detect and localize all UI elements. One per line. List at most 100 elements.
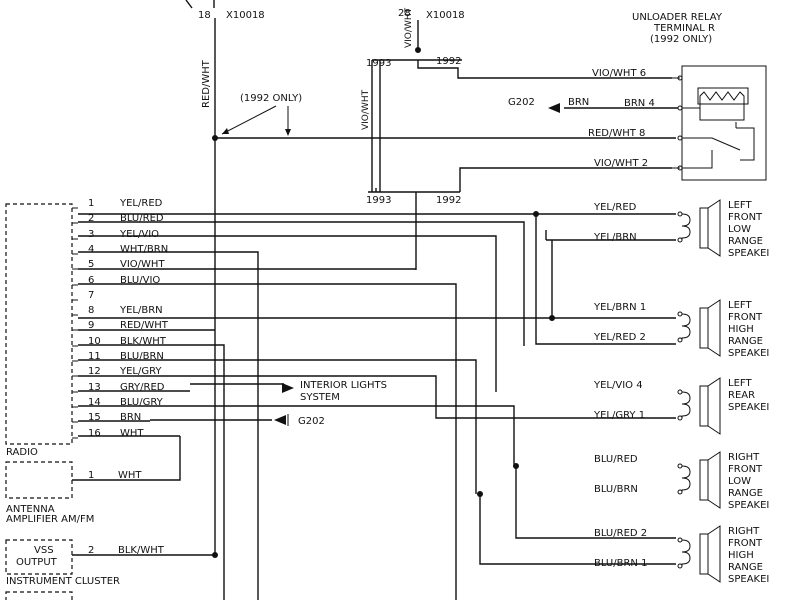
antenna-wire-label: WHT <box>118 470 142 481</box>
radio-pin-number: 2 <box>88 213 94 224</box>
speaker-label-line: REAR <box>728 390 755 401</box>
unloader-relay: UNLOADER RELAY TERMINAL R (1992 ONLY) VI… <box>508 12 767 181</box>
radio-pin-number: 16 <box>88 428 101 439</box>
interior-lights: INTERIOR LIGHTS SYSTEM G202 <box>150 380 387 427</box>
cluster-output-label: OUTPUT <box>16 557 58 568</box>
cluster-label: INSTRUMENT CLUSTER <box>6 576 120 587</box>
speaker-label-line: RIGHT <box>728 452 760 463</box>
speakers: YEL/REDYEL/BRNLEFTFRONTLOWRANGESPEAKEIYE… <box>593 199 769 585</box>
top-connectors: 18 X10018 28 X10018 RED/WHT VIO/WHT <box>185 0 465 108</box>
speaker-label-line: LEFT <box>728 200 752 211</box>
relay-pin-2-label: VIO/WHT 2 <box>594 158 648 169</box>
antenna-box <box>5 461 73 499</box>
vio-wht-top-label: VIO/WHT <box>404 7 414 48</box>
speaker-label-line: SPEAKEI <box>728 574 769 585</box>
speaker-label-line: RIGHT <box>728 526 760 537</box>
radio-wires <box>78 213 676 600</box>
relay-title-2: TERMINAL R <box>653 23 715 34</box>
radio-wire-14 <box>78 405 515 466</box>
radio-wire-4 <box>78 251 259 600</box>
radio-pin-wire-label: YEL/VIO <box>119 229 159 240</box>
radio-pin-wire-label: BLU/GRY <box>120 397 164 408</box>
relay-pin-8-label: RED/WHT 8 <box>588 128 645 139</box>
left-connector-id: X10018 <box>226 10 265 21</box>
speaker-routing <box>477 211 676 565</box>
year-1993-top: 1993 <box>366 58 391 69</box>
cluster-box <box>5 539 73 575</box>
only-1992-label: (1992 ONLY) <box>240 93 302 104</box>
antenna-label-1: ANTENNA <box>6 504 55 515</box>
vio-wht-vertical-label: VIO/WHT <box>361 89 371 130</box>
radio-pin-number: 9 <box>88 320 94 331</box>
relay-title-1: UNLOADER RELAY <box>632 12 723 23</box>
radio-pin-number: 1 <box>88 198 94 209</box>
speaker-label-line: RANGE <box>728 488 763 499</box>
speaker-wire-1-label: YEL/RED <box>593 202 637 213</box>
year-1992-top: 1992 <box>436 56 461 67</box>
radio-pin-number: 13 <box>88 382 101 393</box>
speaker-label-line: RANGE <box>728 562 763 573</box>
radio-pin-wire-label: GRY/RED <box>120 382 165 393</box>
radio-pin-wire-label: VIO/WHT <box>120 259 165 270</box>
cluster-vss-label: VSS <box>34 545 54 556</box>
speaker-label-line: SPEAKEI <box>728 500 769 511</box>
g202-arrow <box>548 103 560 113</box>
radio-wire-6 <box>78 283 457 600</box>
speaker-label-line: HIGH <box>728 324 754 335</box>
speaker-wire-1-label: YEL/BRN 1 <box>593 302 646 313</box>
instrument-cluster: VSS OUTPUT INSTRUMENT CLUSTER 2 BLK/WHT <box>5 539 215 600</box>
radio-pin-number: 14 <box>88 397 101 408</box>
radio-pin-wire-label: YEL/RED <box>119 198 163 209</box>
radio-pin-number: 11 <box>88 351 101 362</box>
radio-box <box>5 203 73 445</box>
cluster-pin: 2 <box>88 545 94 556</box>
year-1992-bottom: 1992 <box>436 195 461 206</box>
left-pin-number: 18 <box>198 10 211 21</box>
relay-ground-wire-label: BRN <box>568 97 589 108</box>
radio-pin-wire-label: BLU/VIO <box>120 275 160 286</box>
radio-pin-number: 12 <box>88 366 101 377</box>
right-connector-id: X10018 <box>426 10 465 21</box>
speaker-wire-2-label: YEL/RED 2 <box>593 332 646 343</box>
radio-label: RADIO <box>6 447 38 458</box>
speaker-label-line: LOW <box>728 224 751 235</box>
radio-wire-12 <box>78 375 676 419</box>
relay-title-3: (1992 ONLY) <box>650 34 712 45</box>
radio-pin-number: 10 <box>88 336 101 347</box>
speaker-label-line: SPEAKEI <box>728 248 769 259</box>
speaker-label-line: SPEAKEI <box>728 348 769 359</box>
radio-pin-wire-label: BLU/BRN <box>120 351 164 362</box>
relay-box <box>681 65 767 181</box>
speaker-label-line: FRONT <box>728 464 763 475</box>
red-wht-vertical-label: RED/WHT <box>201 59 212 108</box>
radio-pin-number: 4 <box>88 244 94 255</box>
antenna-label-2: AMPLIFIER AM/FM <box>6 514 94 525</box>
radio-wire-10 <box>78 344 225 600</box>
antenna-amplifier: ANTENNA AMPLIFIER AM/FM 1 WHT <box>5 436 181 525</box>
speaker-label-line: LOW <box>728 476 751 487</box>
radio-pin-wire-label: YEL/BRN <box>119 305 163 316</box>
radio-pin-wire-label: WHT/BRN <box>120 244 168 255</box>
speaker-label-line: LEFT <box>728 378 752 389</box>
speaker-label-line: FRONT <box>728 212 763 223</box>
relay-pin-6-label: VIO/WHT 6 <box>592 68 646 79</box>
radio-pin-number: 15 <box>88 412 101 423</box>
radio-pin-number: 5 <box>88 259 94 270</box>
speaker-wire-2-label: YEL/GRY 1 <box>593 410 645 421</box>
radio-wire-3 <box>78 235 497 392</box>
speaker-wire-1-label: BLU/RED <box>594 454 638 465</box>
radio-pin-number: 6 <box>88 275 94 286</box>
speaker-label-line: HIGH <box>728 550 754 561</box>
radio-pin-wire-label: BLU/RED <box>120 213 164 224</box>
radio-pin-wire-label: BLK/WHT <box>120 336 167 347</box>
speaker-wire-1-label: YEL/VIO 4 <box>593 380 643 391</box>
vio-wht-branch: 1993 1992 VIO/WHT 1993 1992 <box>361 20 672 270</box>
radio-wire-11 <box>78 359 477 494</box>
radio-pin-number: 8 <box>88 305 94 316</box>
speaker-label-line: FRONT <box>728 538 763 549</box>
